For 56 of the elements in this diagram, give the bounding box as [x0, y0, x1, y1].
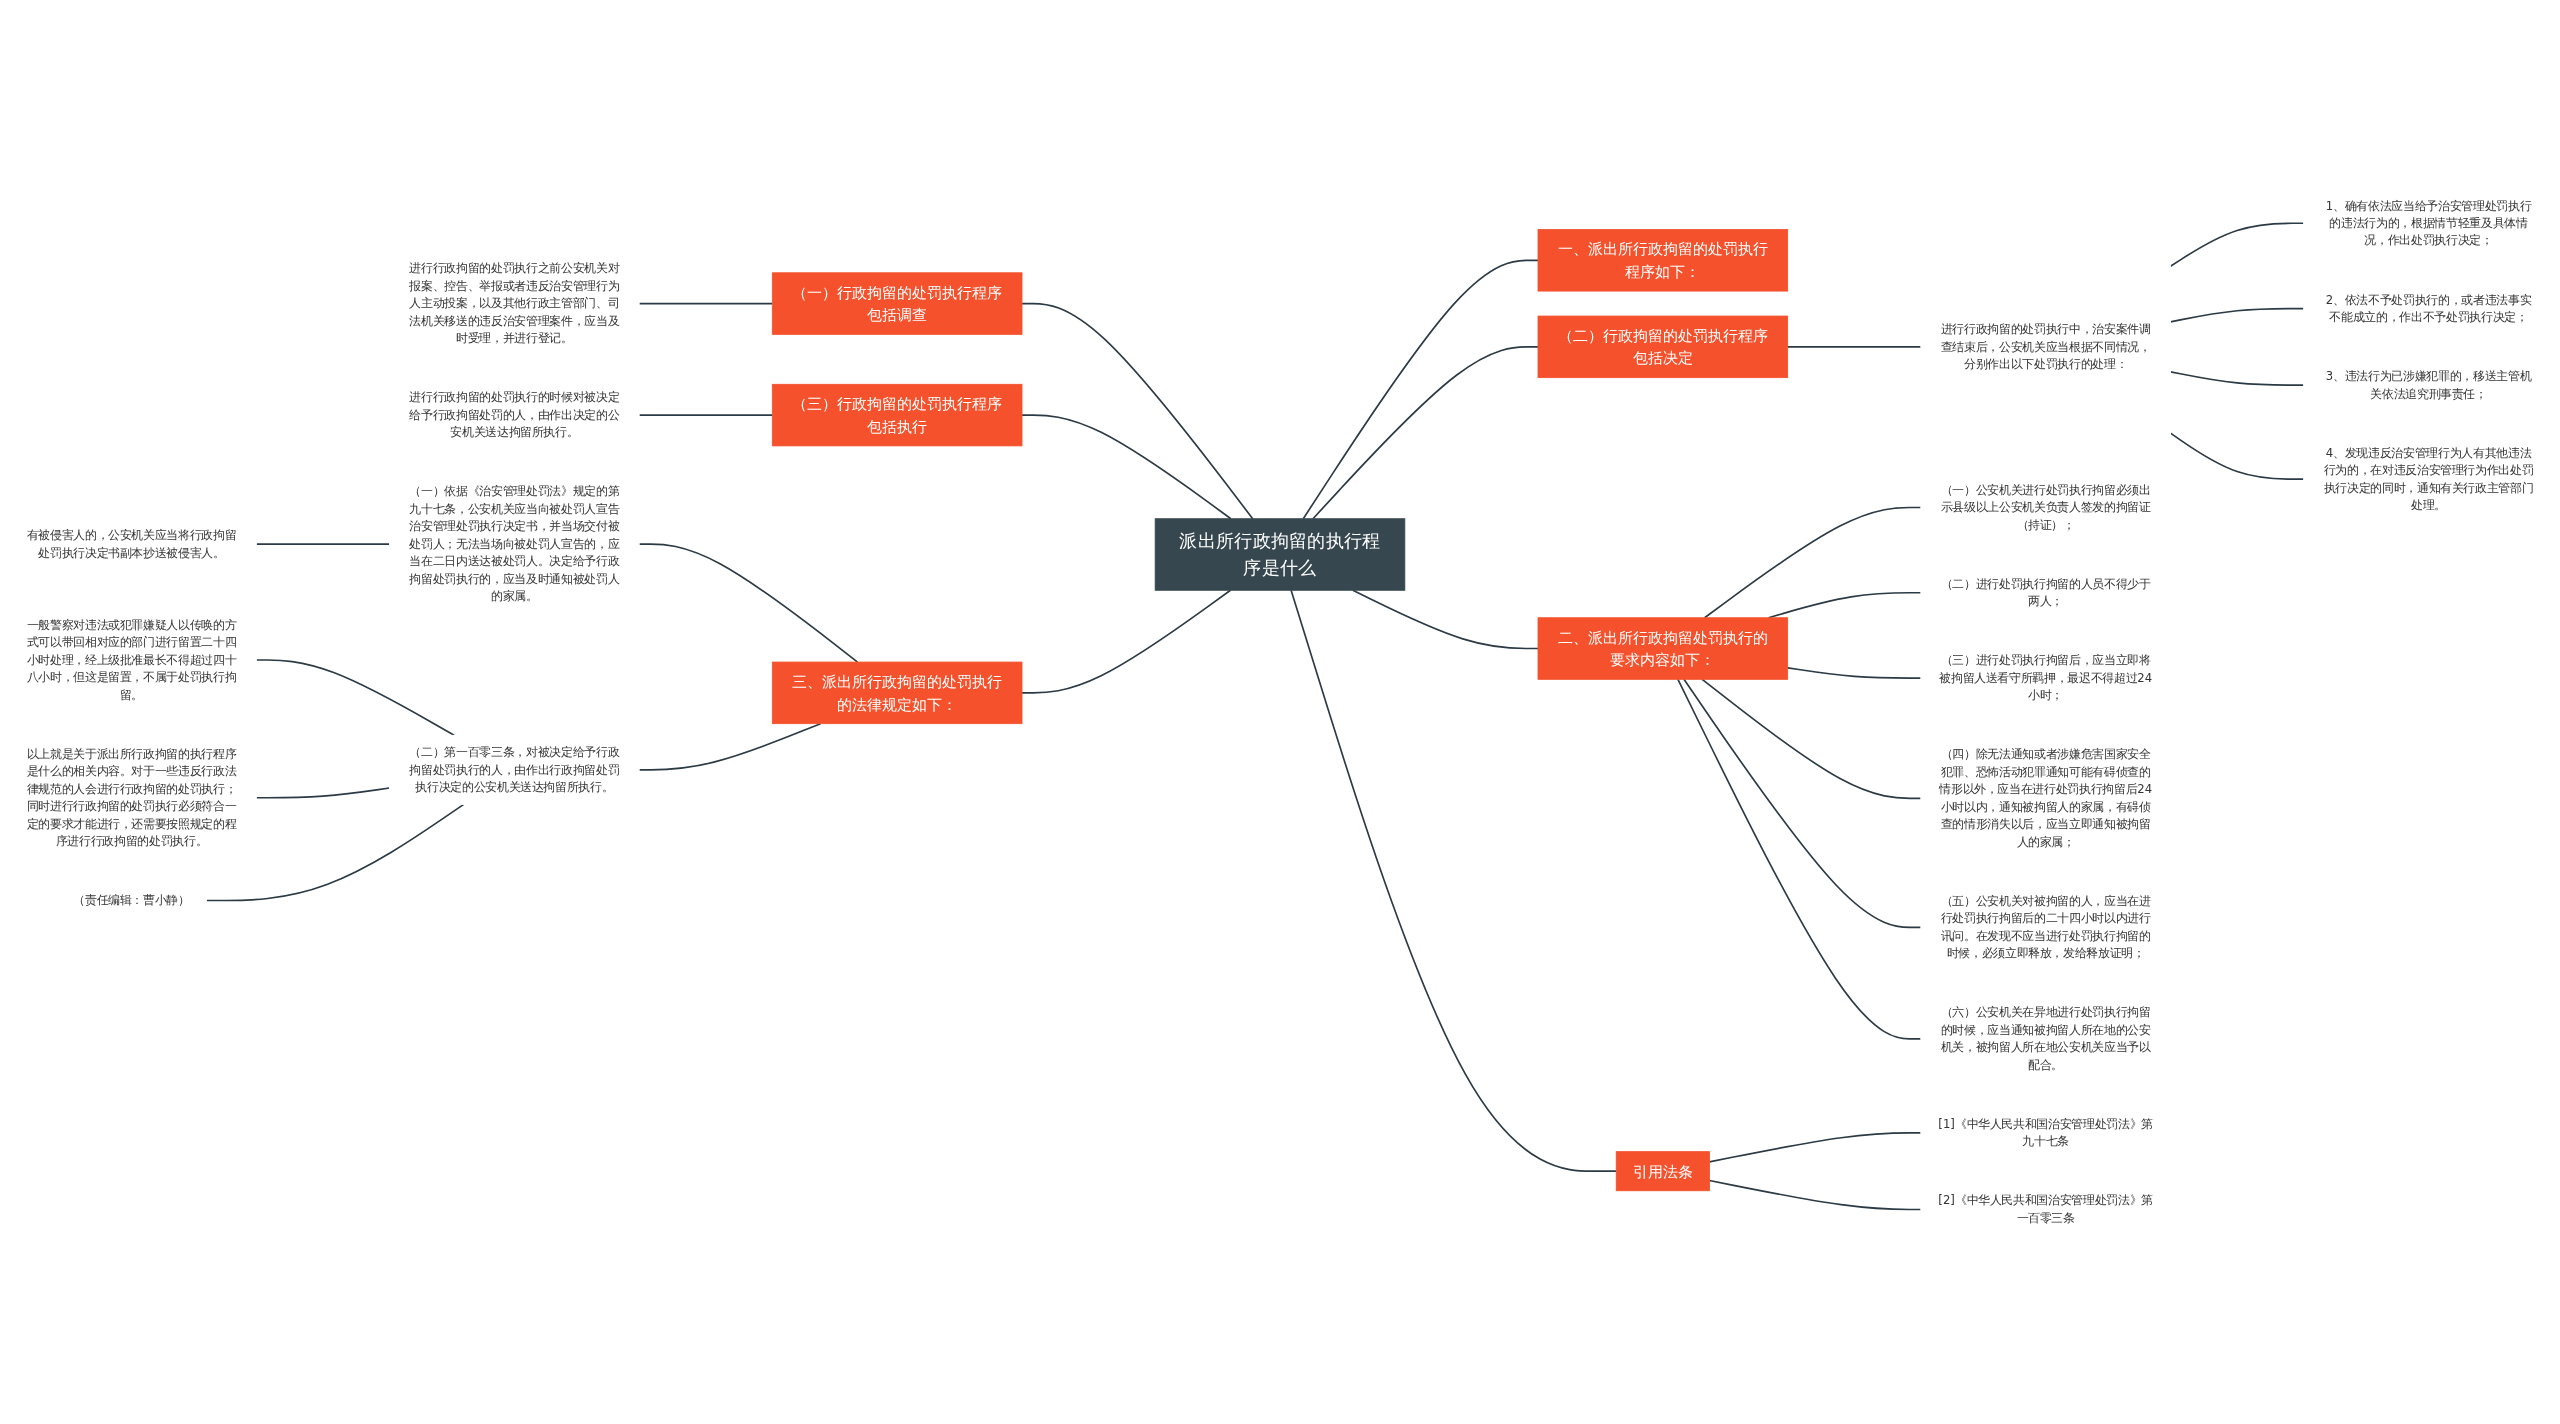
- connector: [1302, 259, 1539, 520]
- node-box: （二）行政拘留的处罚执行程序包括决定: [1537, 315, 1789, 379]
- connector: [1703, 506, 1922, 619]
- node-text: （六）公安机关在异地进行处罚执行拘留的时候，应当通知被拘留人所在地的公安机关，被拘留人所在地公安机关应当予以配合。: [1940, 1005, 2151, 1072]
- node-text: 进行行政拘留的处罚执行的时候对被决定给予行政拘留处罚的人，由作出决定的公安机关送达拘留所执行。: [409, 390, 620, 439]
- node-text: [1]《中华人民共和国治安管理处罚法》第九十七条: [1938, 1117, 2153, 1148]
- node-box: 引用法条: [1615, 1151, 1710, 1192]
- node-text: （责任编辑：曹小静）: [73, 893, 190, 907]
- connector: [638, 722, 822, 771]
- connector: [1683, 678, 1922, 929]
- node-text: （二）进行处罚执行拘留的人员不得少于两人；: [1940, 576, 2151, 608]
- connector: [2169, 371, 2305, 386]
- connector: [1708, 1132, 1922, 1163]
- connector: [1708, 1179, 1922, 1211]
- node-text: 以上就是关于派出所行政拘留的执行程序是什么的相关内容。对于一些违反行政法律规范的人会进行行政拘留的处罚执行；同时进行行政拘留的处罚执行必须符合一定的要求才能进行，还需要按照规定的程序进行行政拘留的处罚执行。: [26, 746, 237, 848]
- connector: [205, 803, 465, 902]
- connector: [1352, 589, 1539, 650]
- connector: [2169, 222, 2305, 268]
- connector: [638, 543, 859, 663]
- connector: [638, 414, 774, 416]
- node-box: 二、派出所行政拘留处罚执行的要求内容如下：: [1537, 617, 1789, 680]
- node-text: 2、依法不予处罚执行的，或者违法事实不能成立的，作出不予处罚执行决定；: [2325, 292, 2532, 324]
- node-text: 1、确有依法应当给予治安管理处罚执行的违法行为的，根据情节轻重及具体情况，作出处罚执行决定；: [2325, 198, 2532, 247]
- node-text: （四）除无法通知或者涉嫌危害国家安全犯罪、恐怖活动犯罪通知可能有碍侦查的情形以外，应当在进行处罚执行拘留后24小时以内，通知被拘留人的家属，有碍侦查的情形消失以后，应当立即通知被拘留人的家属；: [1939, 747, 2153, 849]
- node-box: （三）行政拘留的处罚执行程序包括执行: [771, 383, 1023, 447]
- connector: [1021, 414, 1232, 520]
- connector: [2169, 307, 2305, 323]
- connector: [255, 659, 455, 737]
- connector: [1786, 346, 1922, 348]
- connector: [638, 302, 774, 305]
- node-text: [2]《中华人民共和国治安管理处罚法》第一百零三条: [1938, 1193, 2153, 1225]
- node-box: 派出所行政拘留的执行程序是什么: [1154, 518, 1406, 591]
- connector: [255, 543, 391, 545]
- connector: [1290, 589, 1618, 1172]
- node-text: 3、违法行为已涉嫌犯罪的，移送主管机关依法追究刑事责任；: [2325, 369, 2532, 401]
- node-text: （二）第一百零三条，对被决定给予行政拘留处罚执行的人，由作出行政拘留处罚执行决定的公安机关送达拘留所执行。: [409, 745, 620, 794]
- connector: [1786, 666, 1922, 679]
- node-text: （三）进行处罚执行拘留后，应当立即将被拘留人送看守所羁押，最迟不得超过24小时；: [1939, 653, 2153, 702]
- connector: [1677, 678, 1922, 1040]
- node-text: （一）依据《治安管理处罚法》规定的第九十七条，公安机关应当向被处罚人宣告治安管理处罚执行决定书，并当场交付被处罚人；无法当场向被处罚人宣告的，应当在二日内送达被处罚人。决定给予行政拘留处罚执行的，应当及时通知被处罚人的家属。: [409, 484, 620, 603]
- connector: [1701, 678, 1922, 800]
- node-text: 进行行政拘留的处罚执行之前公安机关对报案、控告、举报或者违反治安管理行为人主动投案，以及其他行政主管部门、司法机关移送的违反治安管理案件，应当及时受理，并进行登记。: [409, 261, 620, 345]
- node-box: （一）行政拘留的处罚执行程序包括调查: [771, 272, 1023, 335]
- node-text: 一般警察对违法或犯罪嫌疑人以传唤的方式可以带回相对应的部门进行留置二十四小时处理，经上级批准最长不得超过四十八小时，但这是留置，不属于处罚执行拘留。: [26, 617, 237, 702]
- connector: [255, 787, 391, 799]
- connector: [1021, 302, 1254, 520]
- node-text: 进行行政拘留的处罚执行中，治安案件调查结束后，公安机关应当根据不同情况，分别作出以下处罚执行的处理：: [1940, 322, 2151, 371]
- node-box: 三、派出所行政拘留的处罚执行的法律规定如下：: [771, 661, 1023, 725]
- connector: [1021, 589, 1232, 694]
- node-box: 一、派出所行政拘留的处罚执行程序如下：: [1537, 229, 1789, 292]
- node-text: 有被侵害人的，公安机关应当将行政拘留处罚执行决定书副本抄送被侵害人。: [26, 528, 237, 560]
- connector: [2169, 432, 2305, 480]
- node-text: （一）公安机关进行处罚执行拘留必须出示县级以上公安机关负责人签发的拘留证（持证）；: [1940, 482, 2151, 532]
- node-text: 4、发现违反治安管理行为人有其他违法行为的，在对违反治安管理行为作出处罚执行决定的同时，通知有关行政主管部门处理。: [2323, 445, 2534, 512]
- connector: [1312, 346, 1539, 520]
- node-text: （五）公安机关对被拘留的人，应当在进行处罚执行拘留后的二十四小时以内进行讯问。在发现不应当进行处罚执行拘留的时候，必须立即释放，发给释放证明；: [1940, 894, 2151, 960]
